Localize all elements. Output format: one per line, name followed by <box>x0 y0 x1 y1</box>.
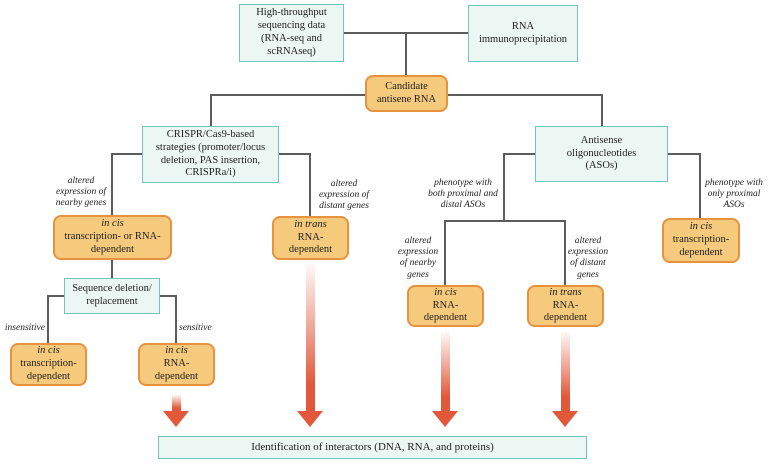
node-text-latin: in cis <box>101 218 124 230</box>
node-text: (RNA-seq and <box>261 33 322 44</box>
node-high-throughput-seq: High-throughput sequencing data (RNA-seq… <box>239 4 344 62</box>
node-in-cis-rna-dependent-left: in cis RNA- dependent <box>138 343 215 386</box>
arrow-down-icon <box>297 264 323 427</box>
label-altered-expression-distant-genes-left: altered expression of distant genes <box>318 179 370 212</box>
node-in-cis-transcription-dependent-right: in cis transcription- dependent <box>662 218 740 263</box>
connector-seqdel-right-v <box>175 295 177 343</box>
arrow-shaft <box>171 395 181 411</box>
node-text: dependent <box>543 312 588 324</box>
connector-candidate-left <box>211 94 365 96</box>
node-text-latin: in trans <box>549 286 582 298</box>
connector-crispr-left-h <box>111 153 143 155</box>
connector-seqdel-left-h <box>47 295 65 297</box>
node-text: RNA- <box>552 299 579 311</box>
node-text: dependent <box>26 370 71 382</box>
node-text: (ASOs) <box>585 160 618 172</box>
arrow-head <box>297 411 323 427</box>
connector-seqdel-right-h <box>160 295 177 297</box>
connector-crispr-left-v <box>111 153 113 215</box>
arrow-head <box>163 411 189 427</box>
label-phenotype-both-proximal-distal-asos: phenotype with both proximal and distal … <box>428 178 498 211</box>
connector-aso-drop <box>601 94 603 126</box>
node-antisense-oligonucleotides: Antisense oligonucleotides (ASOs) <box>535 126 668 182</box>
node-text: CRISPRa/i) <box>185 167 236 179</box>
connector-aso-left-h <box>503 153 535 155</box>
arrow-head <box>552 411 578 427</box>
node-text: dependent <box>288 244 333 256</box>
node-text: Sequence deletion/ <box>72 283 152 295</box>
node-text-latin: in cis <box>37 345 60 357</box>
label-altered-expression-distant-genes-right: altered expression of distant genes <box>567 236 609 280</box>
node-text: Antisense <box>580 134 623 146</box>
node-text: transcription- <box>672 234 730 246</box>
node-text: CRISPR/Cas9-based <box>166 128 255 140</box>
node-in-cis-transcription-or-rna-dependent: in cis transcription- or RNA- dependent <box>53 215 172 260</box>
node-text: dependent <box>90 243 135 255</box>
node-identification-of-interactors: Identification of interactors (DNA, RNA,… <box>158 436 587 459</box>
node-in-cis-transcription-dependent-left: in cis transcription- dependent <box>10 343 87 386</box>
arrow-head <box>432 411 458 427</box>
connector-aso-right-v <box>699 153 701 218</box>
node-in-cis-rna-dependent-right: in cis RNA- dependent <box>407 285 484 327</box>
node-text: RNA <box>511 20 535 32</box>
node-text: transcription- or RNA- <box>64 231 161 243</box>
connector-candidate-right <box>447 94 602 96</box>
node-text-latin: in trans <box>294 218 327 230</box>
arrow-shaft <box>440 332 450 411</box>
node-text: immunoprecipitation <box>478 33 568 45</box>
connector-candidate-drop <box>405 32 407 75</box>
connector-crispr-drop <box>210 94 212 126</box>
connector-crispr-right-h <box>278 153 310 155</box>
connector-aso-branch-h <box>444 220 565 222</box>
node-candidate-antisense-rna: Candidate antisene RNA <box>365 75 448 112</box>
node-text: replacement <box>86 296 138 307</box>
arrow-down-icon <box>432 332 458 427</box>
node-text: transcription- <box>20 358 77 370</box>
arrow-shaft <box>305 264 315 411</box>
node-text-latin: in cis <box>165 345 188 357</box>
node-text: High-throughput <box>256 7 327 19</box>
arrow-down-icon <box>163 395 189 427</box>
node-text: oligonucleotides <box>566 147 637 159</box>
connector-crispr-right-v <box>309 153 311 216</box>
label-sensitive: sensitive <box>179 323 212 333</box>
node-text: strategies (promoter/locus <box>155 141 266 153</box>
node-text-latin: in cis <box>689 221 713 233</box>
node-in-trans-rna-dependent-right: in trans RNA- dependent <box>527 285 604 327</box>
node-text-latin: in cis <box>434 286 457 298</box>
node-text: RNA- <box>432 299 459 311</box>
node-text: deletion, PAS insertion, <box>160 154 261 166</box>
connector-aso-right-h <box>668 153 700 155</box>
label-insensitive: insensitive <box>4 323 45 333</box>
label-phenotype-only-proximal-asos: phenotype with only proximal ASOs <box>705 178 763 211</box>
node-text: RNA- <box>163 358 190 370</box>
connector-aso-branch-right-v <box>564 220 566 285</box>
arrow-shaft <box>560 332 570 411</box>
node-text: dependent <box>679 246 723 258</box>
label-altered-expression-nearby-genes-left: altered expression of nearby genes <box>55 176 107 209</box>
node-text: sequencing data <box>257 20 326 32</box>
connector-seqdel-drop <box>111 259 113 278</box>
node-text: dependent <box>423 312 468 324</box>
connector-seqdel-left-v <box>47 295 49 343</box>
arrow-down-icon <box>552 332 578 427</box>
node-text: scRNAseq) <box>267 45 316 57</box>
node-text: antisene RNA <box>376 93 437 105</box>
node-rna-immunoprecipitation: RNA immunoprecipitation <box>468 5 578 62</box>
connector-aso-branch-left-v <box>444 220 446 285</box>
node-text: Identification of interactors (DNA, RNA,… <box>251 440 494 453</box>
node-text: Candidate <box>385 80 428 92</box>
connector-aso-left-v <box>503 153 505 220</box>
node-text: dependent <box>154 370 199 382</box>
label-altered-expression-nearby-genes-right: altered expression of nearby genes <box>397 236 439 280</box>
node-in-trans-rna-dependent-left: in trans RNA- dependent <box>272 216 349 260</box>
node-text: RNA- <box>297 231 324 243</box>
node-crispr-strategies: CRISPR/Cas9-based strategies (promoter/l… <box>142 126 279 183</box>
node-sequence-deletion-replacement: Sequence deletion/ replacement <box>64 278 160 314</box>
